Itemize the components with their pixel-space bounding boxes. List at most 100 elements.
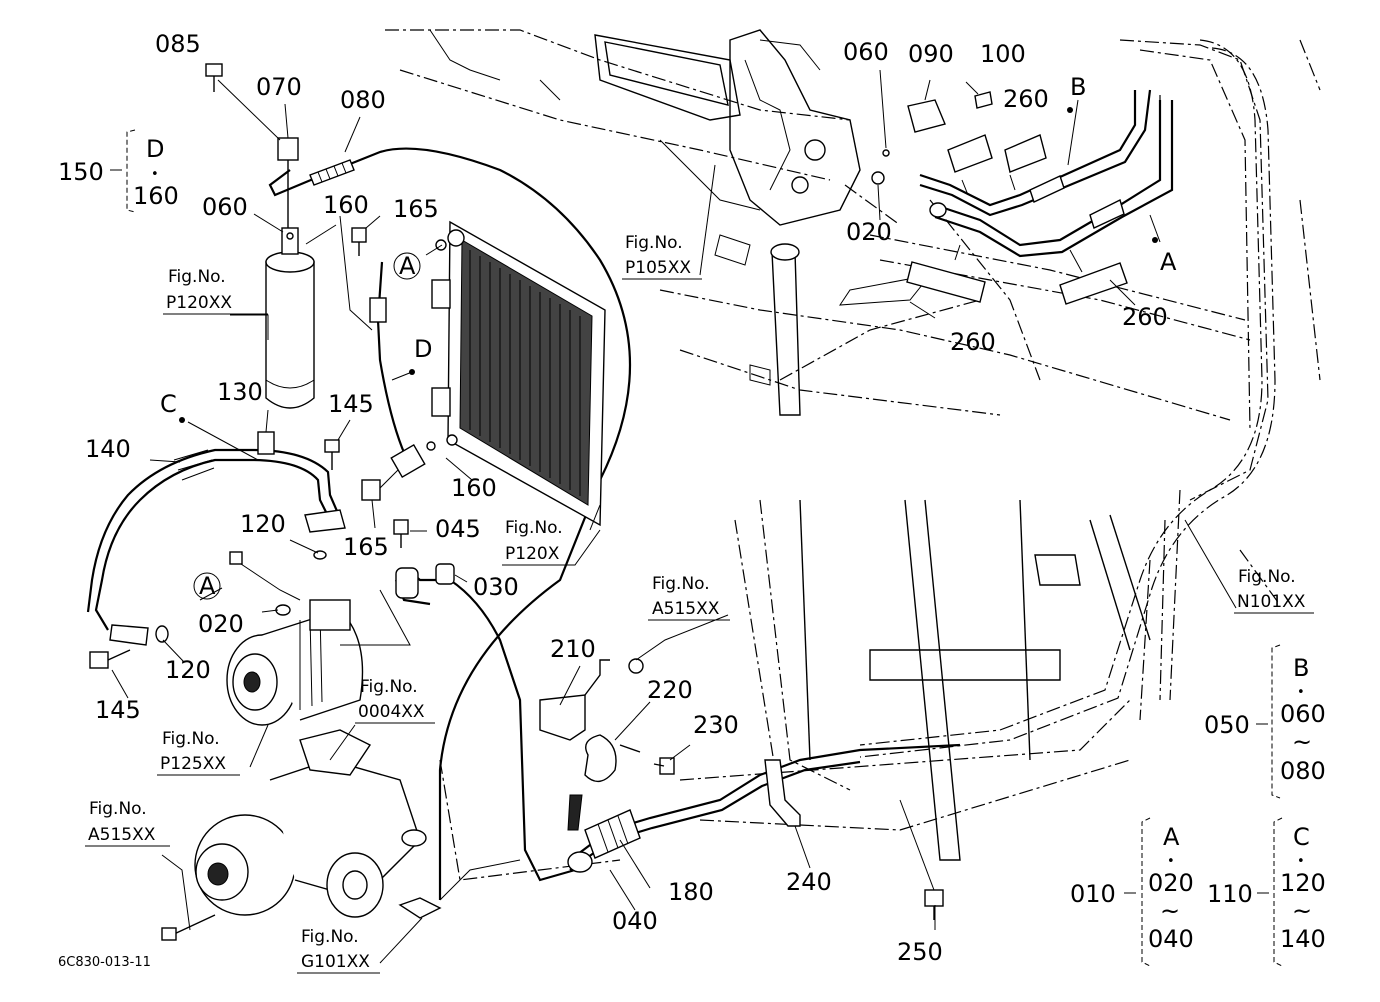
callout-090: 090 [908, 40, 954, 68]
callout-180: 180 [668, 878, 714, 906]
fig-ref-0004xx-line2: 0004XX [358, 702, 425, 722]
callout-120: 120 [240, 510, 286, 538]
assembly-group-110: 110 C • 120 ~ 140 [1207, 817, 1326, 967]
callout-165: 165 [393, 195, 439, 223]
fig-ref-p105xx-line2: P105XX [625, 258, 691, 278]
callout-260-right: 260 [1122, 303, 1168, 331]
group-050-range: ~ [1292, 728, 1312, 756]
fig-ref-n101xx-line1: Fig.No. [1238, 567, 1296, 587]
callout-120-lower: 120 [165, 656, 211, 684]
fig-ref-g101xx-line1: Fig.No. [301, 927, 359, 947]
callout-a-hose: A [199, 572, 216, 600]
fig-ref-p120xx-line2: P120XX [166, 293, 232, 313]
callout-100: 100 [980, 40, 1026, 68]
callout-020: 020 [198, 610, 244, 638]
cab-frame-outline [385, 29, 1321, 881]
fig-ref-p120x-line2: P120X [505, 544, 560, 564]
group-110-bullet: • [1297, 854, 1305, 869]
pipe-b [907, 89, 1152, 217]
callout-145-lower: 145 [95, 696, 141, 724]
group-110-to: 140 [1280, 925, 1326, 953]
group-050-bullet: • [1297, 685, 1305, 700]
group-150-bullet: • [151, 167, 159, 182]
fig-ref-a515xx-lower-line1: Fig.No. [89, 799, 147, 819]
pipe-a [929, 100, 1174, 258]
callout-240: 240 [786, 868, 832, 896]
leader-lines [111, 69, 1237, 964]
fig-ref-0004xx-line1: Fig.No. [360, 677, 418, 697]
callout-a-condenser: A [399, 252, 416, 280]
pipe-080 [268, 147, 632, 900]
pipe-d [339, 215, 426, 478]
group-150-number: 150 [58, 158, 104, 186]
fig-ref-a515xx-upper-line2: A515XX [652, 599, 720, 619]
receiver-drier [265, 137, 315, 409]
fig-ref-a515xx-upper-line1: Fig.No. [652, 574, 710, 594]
leader-dots [179, 107, 1158, 423]
group-110-letter: C [1293, 823, 1310, 851]
callout-b: B [1070, 73, 1086, 101]
callout-060-right: 060 [843, 38, 889, 66]
part-callouts: 085 070 080 060 160 165 130 145 C 140 A … [85, 30, 1177, 966]
group-050-from: 060 [1280, 700, 1326, 728]
callout-130: 130 [217, 378, 263, 406]
group-150-from: 160 [133, 182, 179, 210]
group-110-from: 120 [1280, 869, 1326, 897]
assembly-group-150: 150 D • 160 [58, 129, 179, 213]
callout-230: 230 [693, 711, 739, 739]
callout-085: 085 [155, 30, 201, 58]
group-050-letter: B [1293, 654, 1309, 682]
callout-070: 070 [256, 73, 302, 101]
group-010-letter: A [1163, 823, 1180, 851]
reference-circles [193, 252, 421, 600]
fig-ref-a515xx-lower-line2: A515XX [88, 825, 156, 845]
callout-140: 140 [85, 435, 131, 463]
group-010-to: 040 [1148, 925, 1194, 953]
callout-060: 060 [202, 193, 248, 221]
callout-210: 210 [550, 635, 596, 663]
bolt-085 [205, 63, 281, 141]
fig-ref-n101xx-line2: N101XX [1237, 592, 1306, 612]
sleeves-260 [906, 134, 1128, 305]
callout-d: D [414, 335, 432, 363]
group-050-number: 050 [1204, 711, 1250, 739]
callout-045: 045 [435, 515, 481, 543]
group-010-from: 020 [1148, 869, 1194, 897]
group-110-range: ~ [1292, 897, 1312, 925]
callout-165-lower: 165 [343, 533, 389, 561]
fig-ref-p105xx-line1: Fig.No. [625, 233, 683, 253]
group-150-letter: D [146, 135, 164, 163]
group-010-range: ~ [1160, 897, 1180, 925]
callout-260-mid: 260 [950, 328, 996, 356]
diagram-code: 6C830-013-11 [58, 955, 151, 970]
callout-080: 080 [340, 86, 386, 114]
group-110-number: 110 [1207, 880, 1253, 908]
fig-ref-p125xx-line2: P125XX [160, 754, 226, 774]
callout-030: 030 [473, 573, 519, 601]
long-hose-right [859, 39, 1276, 758]
group-010-number: 010 [1070, 880, 1116, 908]
callout-c: C [160, 390, 177, 418]
heater-unit-outline [429, 29, 932, 386]
assembly-group-010: 010 A • 020 ~ 040 [1070, 817, 1194, 967]
callout-020-right: 020 [846, 218, 892, 246]
callout-a-right: A [1160, 248, 1177, 276]
figure-references: Fig.No. P120XX Fig.No. P105XX Fig.No. P1… [85, 233, 1314, 974]
fig-ref-p120xx-line1: Fig.No. [168, 267, 226, 287]
callout-250: 250 [897, 938, 943, 966]
hose-140 [86, 431, 346, 646]
condenser [431, 220, 606, 527]
callout-040: 040 [612, 907, 658, 935]
callout-145: 145 [328, 390, 374, 418]
fig-ref-p120x-line1: Fig.No. [505, 518, 563, 538]
compressor [226, 551, 364, 726]
bracket-240-bolt-250 [764, 759, 944, 920]
bolts-165-145 [324, 227, 436, 501]
group-010-bullet: • [1167, 854, 1175, 869]
callout-160: 160 [323, 191, 369, 219]
callout-220: 220 [647, 676, 693, 704]
assembly-group-050: 050 B • 060 ~ 080 [1204, 644, 1326, 799]
group-050-to: 080 [1280, 757, 1326, 785]
bolt-145-lower [89, 649, 131, 669]
brackets-210-220-230 [539, 658, 675, 831]
